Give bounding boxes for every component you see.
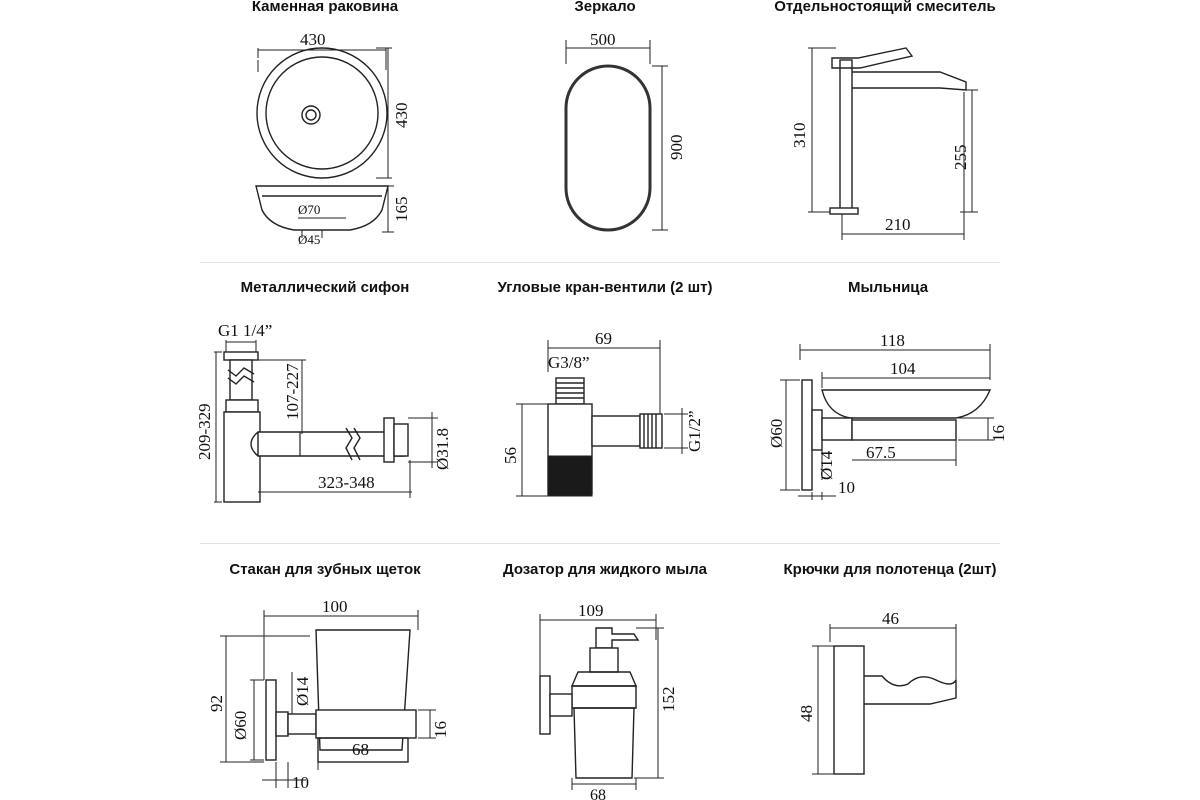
mirror-height-label: 900 xyxy=(667,135,686,161)
cup-ring: 16 xyxy=(431,721,450,738)
valve-thread-out: G1/2” xyxy=(685,410,704,452)
panel-title-soap-dish: Мыльница xyxy=(847,279,929,296)
soap-dish-depth: 67.5 xyxy=(866,443,896,462)
panel-title-towel-hooks: Крючки для полотенца (2шт) xyxy=(783,561,997,578)
faucet-reach: 210 xyxy=(885,215,911,234)
siphon-thread: G1 1/4” xyxy=(218,321,272,340)
row-separator-2 xyxy=(200,543,1000,544)
basin-drain-d70: Ø70 xyxy=(298,202,320,217)
siphon-drawing: G1 1/4” 209-329 107-227 xyxy=(195,321,452,503)
angle-valve-drawing: 69 G3/8” G1/2” 56 xyxy=(501,329,704,497)
faucet-drawing: 310 255 210 xyxy=(790,47,978,240)
dispenser-base: 68 xyxy=(590,787,606,800)
hook-height: 48 xyxy=(797,705,816,722)
mirror-width-label: 500 xyxy=(590,30,616,49)
soap-dish-total: 118 xyxy=(880,331,905,350)
panel-title-faucet: Отдельностоящий смеситель xyxy=(774,0,996,15)
panel-title-toothbrush-cup: Стакан для зубных щеток xyxy=(229,561,421,578)
cup-stem: Ø14 xyxy=(293,676,312,706)
cup-depth: 68 xyxy=(352,740,369,759)
cup-rose: Ø60 xyxy=(231,711,250,740)
valve-height: 56 xyxy=(501,447,520,464)
towel-hook-drawing: 46 48 xyxy=(797,609,957,775)
siphon-diameter: Ø31.8 xyxy=(433,428,452,470)
soap-dish-stem: Ø14 xyxy=(817,450,836,480)
panel-title-siphon: Металлический сифон xyxy=(240,279,410,296)
panel-title-angle-valves: Угловые кран-вентили (2 шт) xyxy=(497,279,713,296)
panel-title-stone-basin: Каменная раковина xyxy=(251,0,399,15)
soap-dispenser-drawing: 109 152 68 xyxy=(539,601,678,800)
siphon-height: 209-329 xyxy=(195,403,214,460)
soap-dish-offset: 10 xyxy=(838,478,855,497)
cup-height: 92 xyxy=(207,695,226,712)
valve-thread-in: G3/8” xyxy=(548,353,590,372)
siphon-drop: 107-227 xyxy=(283,363,302,420)
soap-dish-height: 16 xyxy=(989,425,1008,442)
siphon-length: 323-348 xyxy=(318,473,375,492)
dispenser-width: 109 xyxy=(578,601,604,620)
basin-drain-d45: Ø45 xyxy=(298,232,320,247)
valve-width: 69 xyxy=(595,329,612,348)
basin-depth-label: 165 xyxy=(392,197,411,223)
faucet-total-height: 310 xyxy=(790,123,809,149)
soap-dish-drawing: 118 104 Ø60 Ø14 67.5 16 10 xyxy=(767,331,1008,500)
basin-height-label: 430 xyxy=(392,103,411,129)
panel-title-soap-dispenser: Дозатор для жидкого мыла xyxy=(502,561,708,578)
toothbrush-cup-drawing: 100 92 Ø60 Ø14 16 68 xyxy=(207,597,450,792)
stone-basin-drawing: 430 430 Ø70 Ø45 165 xyxy=(255,30,411,247)
panel-title-mirror: Зеркало xyxy=(574,0,636,15)
dispenser-height: 152 xyxy=(659,687,678,713)
row-separator-1 xyxy=(200,262,1000,263)
faucet-spout-height: 255 xyxy=(951,145,970,171)
soap-dish-rose: Ø60 xyxy=(767,419,786,448)
hook-width: 46 xyxy=(882,609,899,628)
mirror-drawing: 500 900 xyxy=(564,30,686,232)
cup-offset: 10 xyxy=(292,773,309,792)
basin-width-label: 430 xyxy=(300,30,326,49)
soap-dish-dish: 104 xyxy=(890,359,916,378)
cup-total: 100 xyxy=(322,597,348,616)
